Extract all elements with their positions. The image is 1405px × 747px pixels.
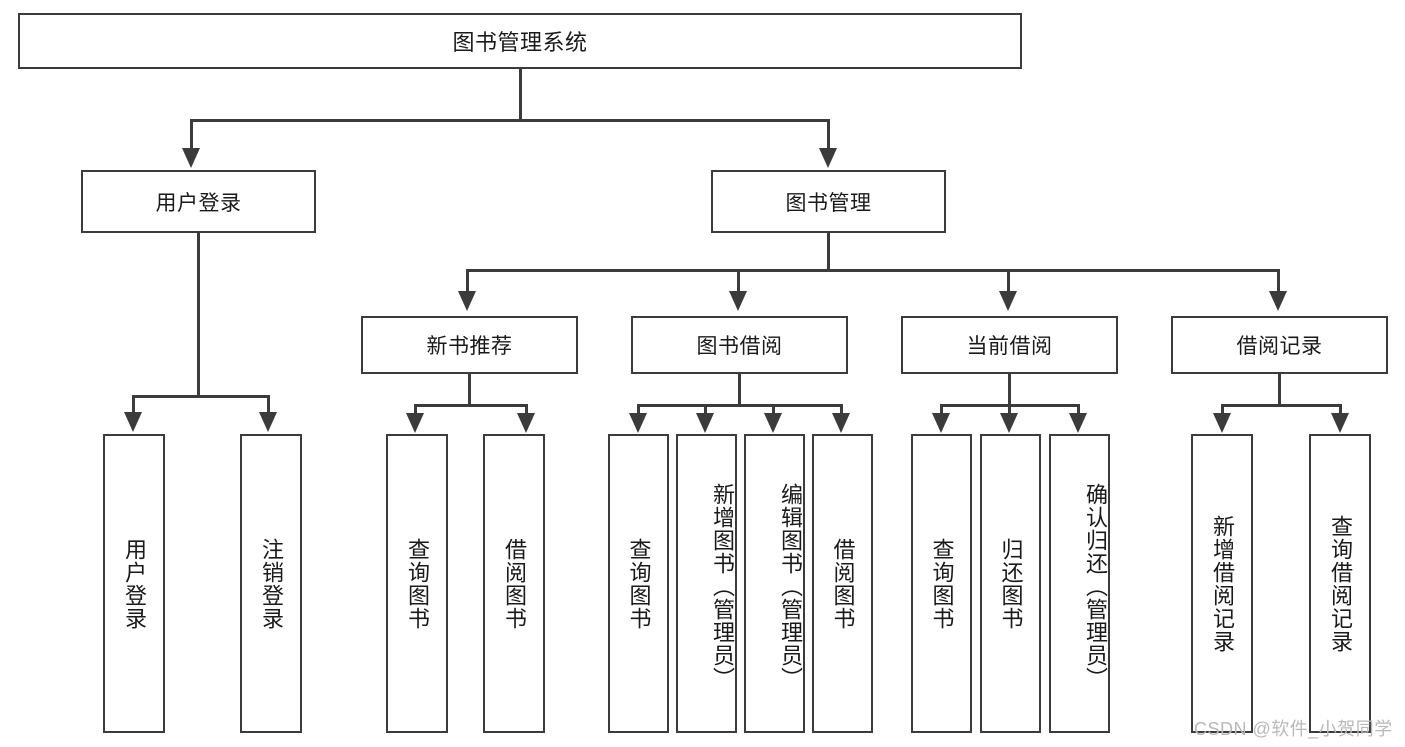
arrow-to-current-borrow (999, 291, 1017, 311)
node-label: 图书借阅 (696, 335, 783, 358)
node-label: 归还图书 (998, 537, 1024, 630)
node-borrow-record[interactable]: 借阅记录 (1171, 316, 1388, 374)
arrow-to-new-book-recommend (458, 291, 476, 311)
node-label: 用户登录 (155, 191, 242, 215)
connector-new-book-stem (468, 374, 471, 407)
node-new-book-recommend[interactable]: 新书推荐 (361, 316, 578, 374)
connector-drop-leaf-bb-4 (840, 404, 843, 415)
node-user-login[interactable]: 用户登录 (81, 170, 316, 233)
connector-drop-leaf-user-login-2 (267, 395, 270, 413)
node-book-borrow[interactable]: 图书借阅 (631, 316, 848, 374)
node-label: 查询图书 (929, 537, 955, 630)
leaf-borrow-book-recommend[interactable]: 借阅图书 (483, 434, 545, 733)
arrow-to-leaf-query-book-c (932, 413, 950, 433)
arrow-to-book-borrow (729, 291, 747, 311)
node-label: 借阅图书 (830, 537, 856, 630)
leaf-query-borrow-record[interactable]: 查询借阅记录 (1309, 434, 1371, 733)
node-label: 借阅记录 (1236, 335, 1323, 358)
connector-borrow-record-stem (1278, 374, 1281, 407)
node-root-book-management-system[interactable]: 图书管理系统 (18, 13, 1022, 69)
arrow-to-leaf-logout (259, 412, 277, 432)
arrow-to-leaf-query-book-a (406, 413, 424, 433)
connector-drop-leaf-nbr-1 (414, 404, 417, 415)
connector-drop-leaf-bb-1 (637, 404, 640, 415)
arrow-to-leaf-edit-book (764, 413, 782, 433)
node-label: 当前借阅 (966, 335, 1053, 358)
connector-drop-book-borrow (737, 269, 740, 293)
connector-user-login-stem (197, 233, 200, 398)
connector-drop-book-management (827, 119, 830, 151)
leaf-return-book[interactable]: 归还图书 (980, 434, 1041, 733)
watermark: CSDN @软件_小贺同学 (1194, 719, 1393, 739)
connector-new-book-bus (414, 404, 528, 407)
arrow-to-leaf-return-book (1000, 413, 1018, 433)
connector-drop-leaf-nbr-2 (525, 404, 528, 415)
connector-drop-leaf-cb-3 (1077, 404, 1080, 415)
node-label: 借阅图书 (501, 537, 527, 630)
arrow-to-leaf-query-record (1331, 413, 1349, 433)
connector-book-management-stem (827, 233, 830, 271)
connector-borrow-record-bus (1221, 404, 1342, 407)
arrow-to-leaf-borrow-book-b (832, 413, 850, 433)
node-label: 注销登录 (258, 537, 284, 630)
leaf-query-book-borrow[interactable]: 查询图书 (608, 434, 669, 733)
node-label: 新增借阅记录 (1209, 514, 1235, 653)
connector-drop-leaf-cb-2 (1008, 404, 1011, 415)
leaf-query-book-current[interactable]: 查询图书 (911, 434, 972, 733)
node-label: 新书推荐 (426, 335, 513, 358)
node-book-management[interactable]: 图书管理 (711, 170, 946, 233)
connector-current-borrow-stem (1008, 374, 1011, 407)
node-label: 图书管理 (785, 191, 872, 215)
node-label: 查询借阅记录 (1327, 514, 1353, 653)
node-label: 查询图书 (626, 537, 652, 630)
node-label: 确认归还（管理员） (1083, 483, 1108, 690)
connector-drop-leaf-br-2 (1339, 404, 1342, 415)
connector-root-stem (519, 69, 522, 121)
node-label: 用户登录 (121, 537, 147, 630)
connector-book-borrow-stem (738, 374, 741, 407)
arrow-to-leaf-query-book-b (629, 413, 647, 433)
node-label: 查询图书 (404, 537, 430, 630)
arrow-to-leaf-confirm-return (1069, 413, 1087, 433)
connector-drop-current-borrow (1007, 269, 1010, 293)
connector-drop-user-login (190, 119, 193, 151)
connector-drop-leaf-bb-2 (704, 404, 707, 415)
connector-book-management-bus (466, 269, 1280, 272)
leaf-user-login[interactable]: 用户登录 (103, 434, 165, 733)
arrow-to-leaf-add-book (696, 413, 714, 433)
node-current-borrow[interactable]: 当前借阅 (901, 316, 1118, 374)
connector-root-bus (190, 119, 830, 122)
connector-drop-leaf-bb-3 (772, 404, 775, 415)
leaf-logout[interactable]: 注销登录 (240, 434, 302, 733)
connector-drop-new-book (466, 269, 469, 293)
node-label: 编辑图书（管理员） (778, 483, 803, 690)
node-label: 图书管理系统 (452, 30, 588, 55)
arrow-to-user-login (182, 148, 200, 168)
arrow-to-leaf-add-record (1213, 413, 1231, 433)
connector-drop-borrow-record (1277, 269, 1280, 293)
connector-book-borrow-bus (637, 404, 842, 407)
connector-drop-leaf-br-1 (1221, 404, 1224, 415)
leaf-edit-book-admin[interactable]: 编辑图书（管理员） (744, 434, 805, 733)
node-label: 新增图书（管理员） (710, 483, 735, 690)
arrow-to-borrow-record (1269, 291, 1287, 311)
leaf-confirm-return-admin[interactable]: 确认归还（管理员） (1049, 434, 1110, 733)
arrow-to-book-management (819, 148, 837, 168)
leaf-add-book-admin[interactable]: 新增图书（管理员） (676, 434, 737, 733)
leaf-borrow-book[interactable]: 借阅图书 (812, 434, 873, 733)
leaf-add-borrow-record[interactable]: 新增借阅记录 (1191, 434, 1253, 733)
connector-user-login-bus (132, 395, 270, 398)
arrow-to-leaf-borrow-book-a (517, 413, 535, 433)
connector-drop-leaf-user-login-1 (132, 395, 135, 413)
connector-drop-leaf-cb-1 (940, 404, 943, 415)
leaf-query-book-recommend[interactable]: 查询图书 (386, 434, 448, 733)
arrow-to-leaf-user-login (124, 412, 142, 432)
